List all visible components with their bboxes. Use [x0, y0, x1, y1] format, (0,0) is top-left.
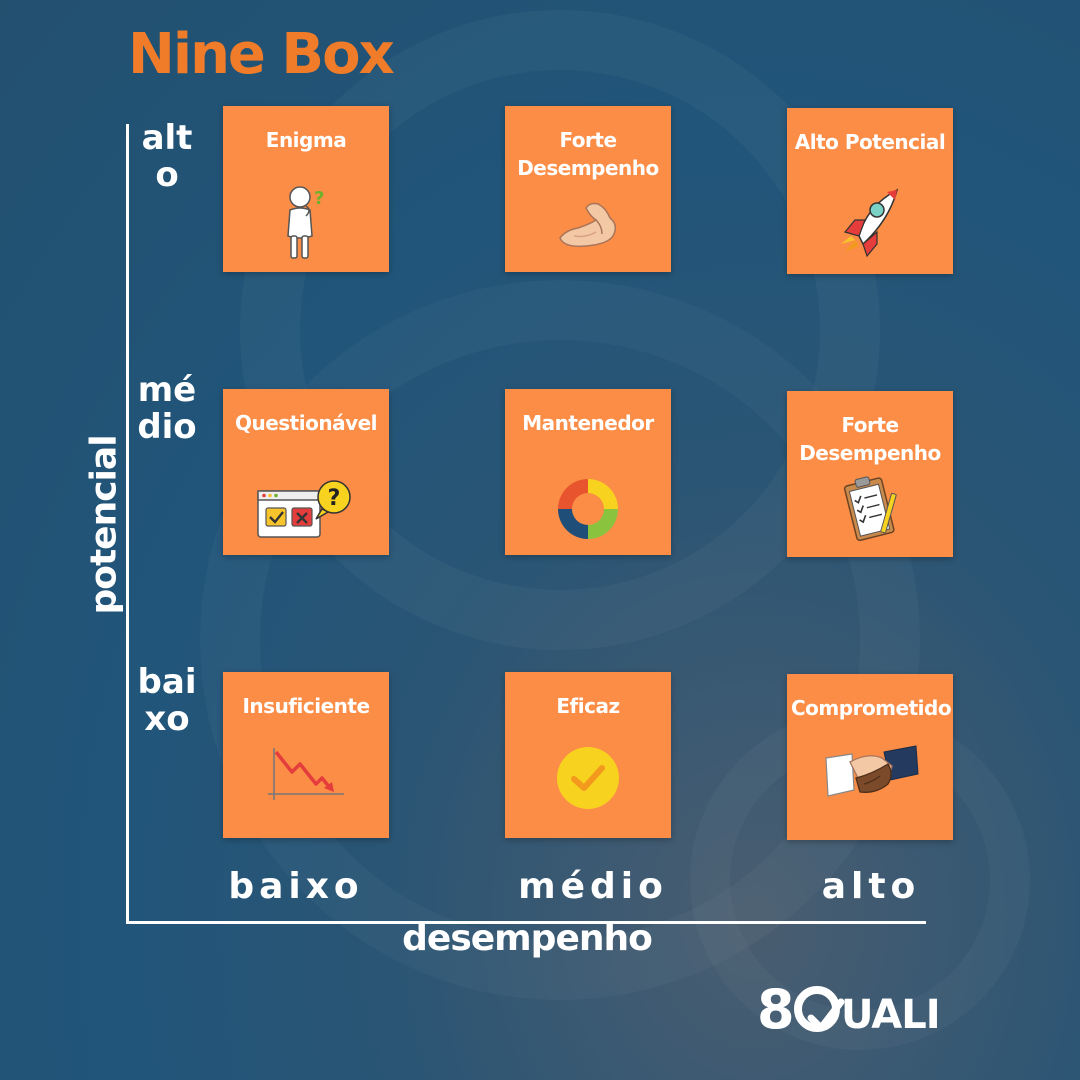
rocket-icon — [841, 188, 899, 258]
row-label-baixo: baixo — [137, 662, 197, 739]
row-label-medio: médio — [137, 370, 197, 447]
box-enigma: Enigma ? — [223, 106, 389, 272]
x-axis-title: desempenho — [402, 918, 653, 959]
box-alto-potencial: Alto Potencial — [787, 108, 953, 274]
confused-person-icon: ? — [287, 186, 324, 259]
box-questionavel: Questionável ? — [223, 389, 389, 555]
box-insuficiente: Insuficiente — [223, 672, 389, 838]
x-axis-line — [126, 921, 926, 924]
box-label: Forte Desempenho — [799, 413, 941, 465]
box-mantenedor: Mantenedor — [505, 389, 671, 555]
brand-logo: 8 UALI — [757, 978, 941, 1036]
declining-chart-icon — [268, 748, 344, 800]
box-label: Comprometido — [791, 696, 952, 720]
box-label: Questionável — [234, 411, 378, 435]
svg-text:?: ? — [328, 486, 341, 511]
svg-text:?: ? — [314, 188, 324, 209]
box-label: Enigma — [265, 128, 347, 152]
svg-text:8: 8 — [757, 978, 795, 1036]
col-label-medio: médio — [518, 866, 668, 907]
page-title: Nine Box — [128, 22, 395, 87]
box-label: Eficaz — [556, 694, 620, 718]
y-axis-title: potencial — [83, 435, 125, 615]
box-label: Insuficiente — [242, 694, 370, 718]
handshake-icon — [825, 745, 919, 797]
check-circle-icon — [557, 747, 619, 809]
box-eficaz: Eficaz — [505, 672, 671, 838]
flexed-arm-icon — [559, 202, 617, 248]
box-comprometido: Comprometido — [787, 674, 953, 840]
col-label-baixo: baixo — [228, 866, 364, 907]
clipboard-checklist-icon — [843, 476, 897, 542]
box-label: Mantenedor — [522, 411, 654, 435]
box-forte-desempenho-mid: Forte Desempenho — [787, 391, 953, 557]
box-label: Forte Desempenho — [517, 128, 659, 180]
box-label: Alto Potencial — [794, 130, 946, 154]
checklist-question-icon: ? — [257, 480, 351, 538]
y-axis-line — [126, 124, 129, 924]
box-forte-desempenho-top: Forte Desempenho — [505, 106, 671, 272]
cycle-arrows-icon — [558, 479, 618, 539]
row-label-alto: alto — [141, 118, 193, 195]
svg-text:UALI: UALI — [841, 992, 940, 1036]
col-label-alto: alto — [821, 866, 921, 907]
